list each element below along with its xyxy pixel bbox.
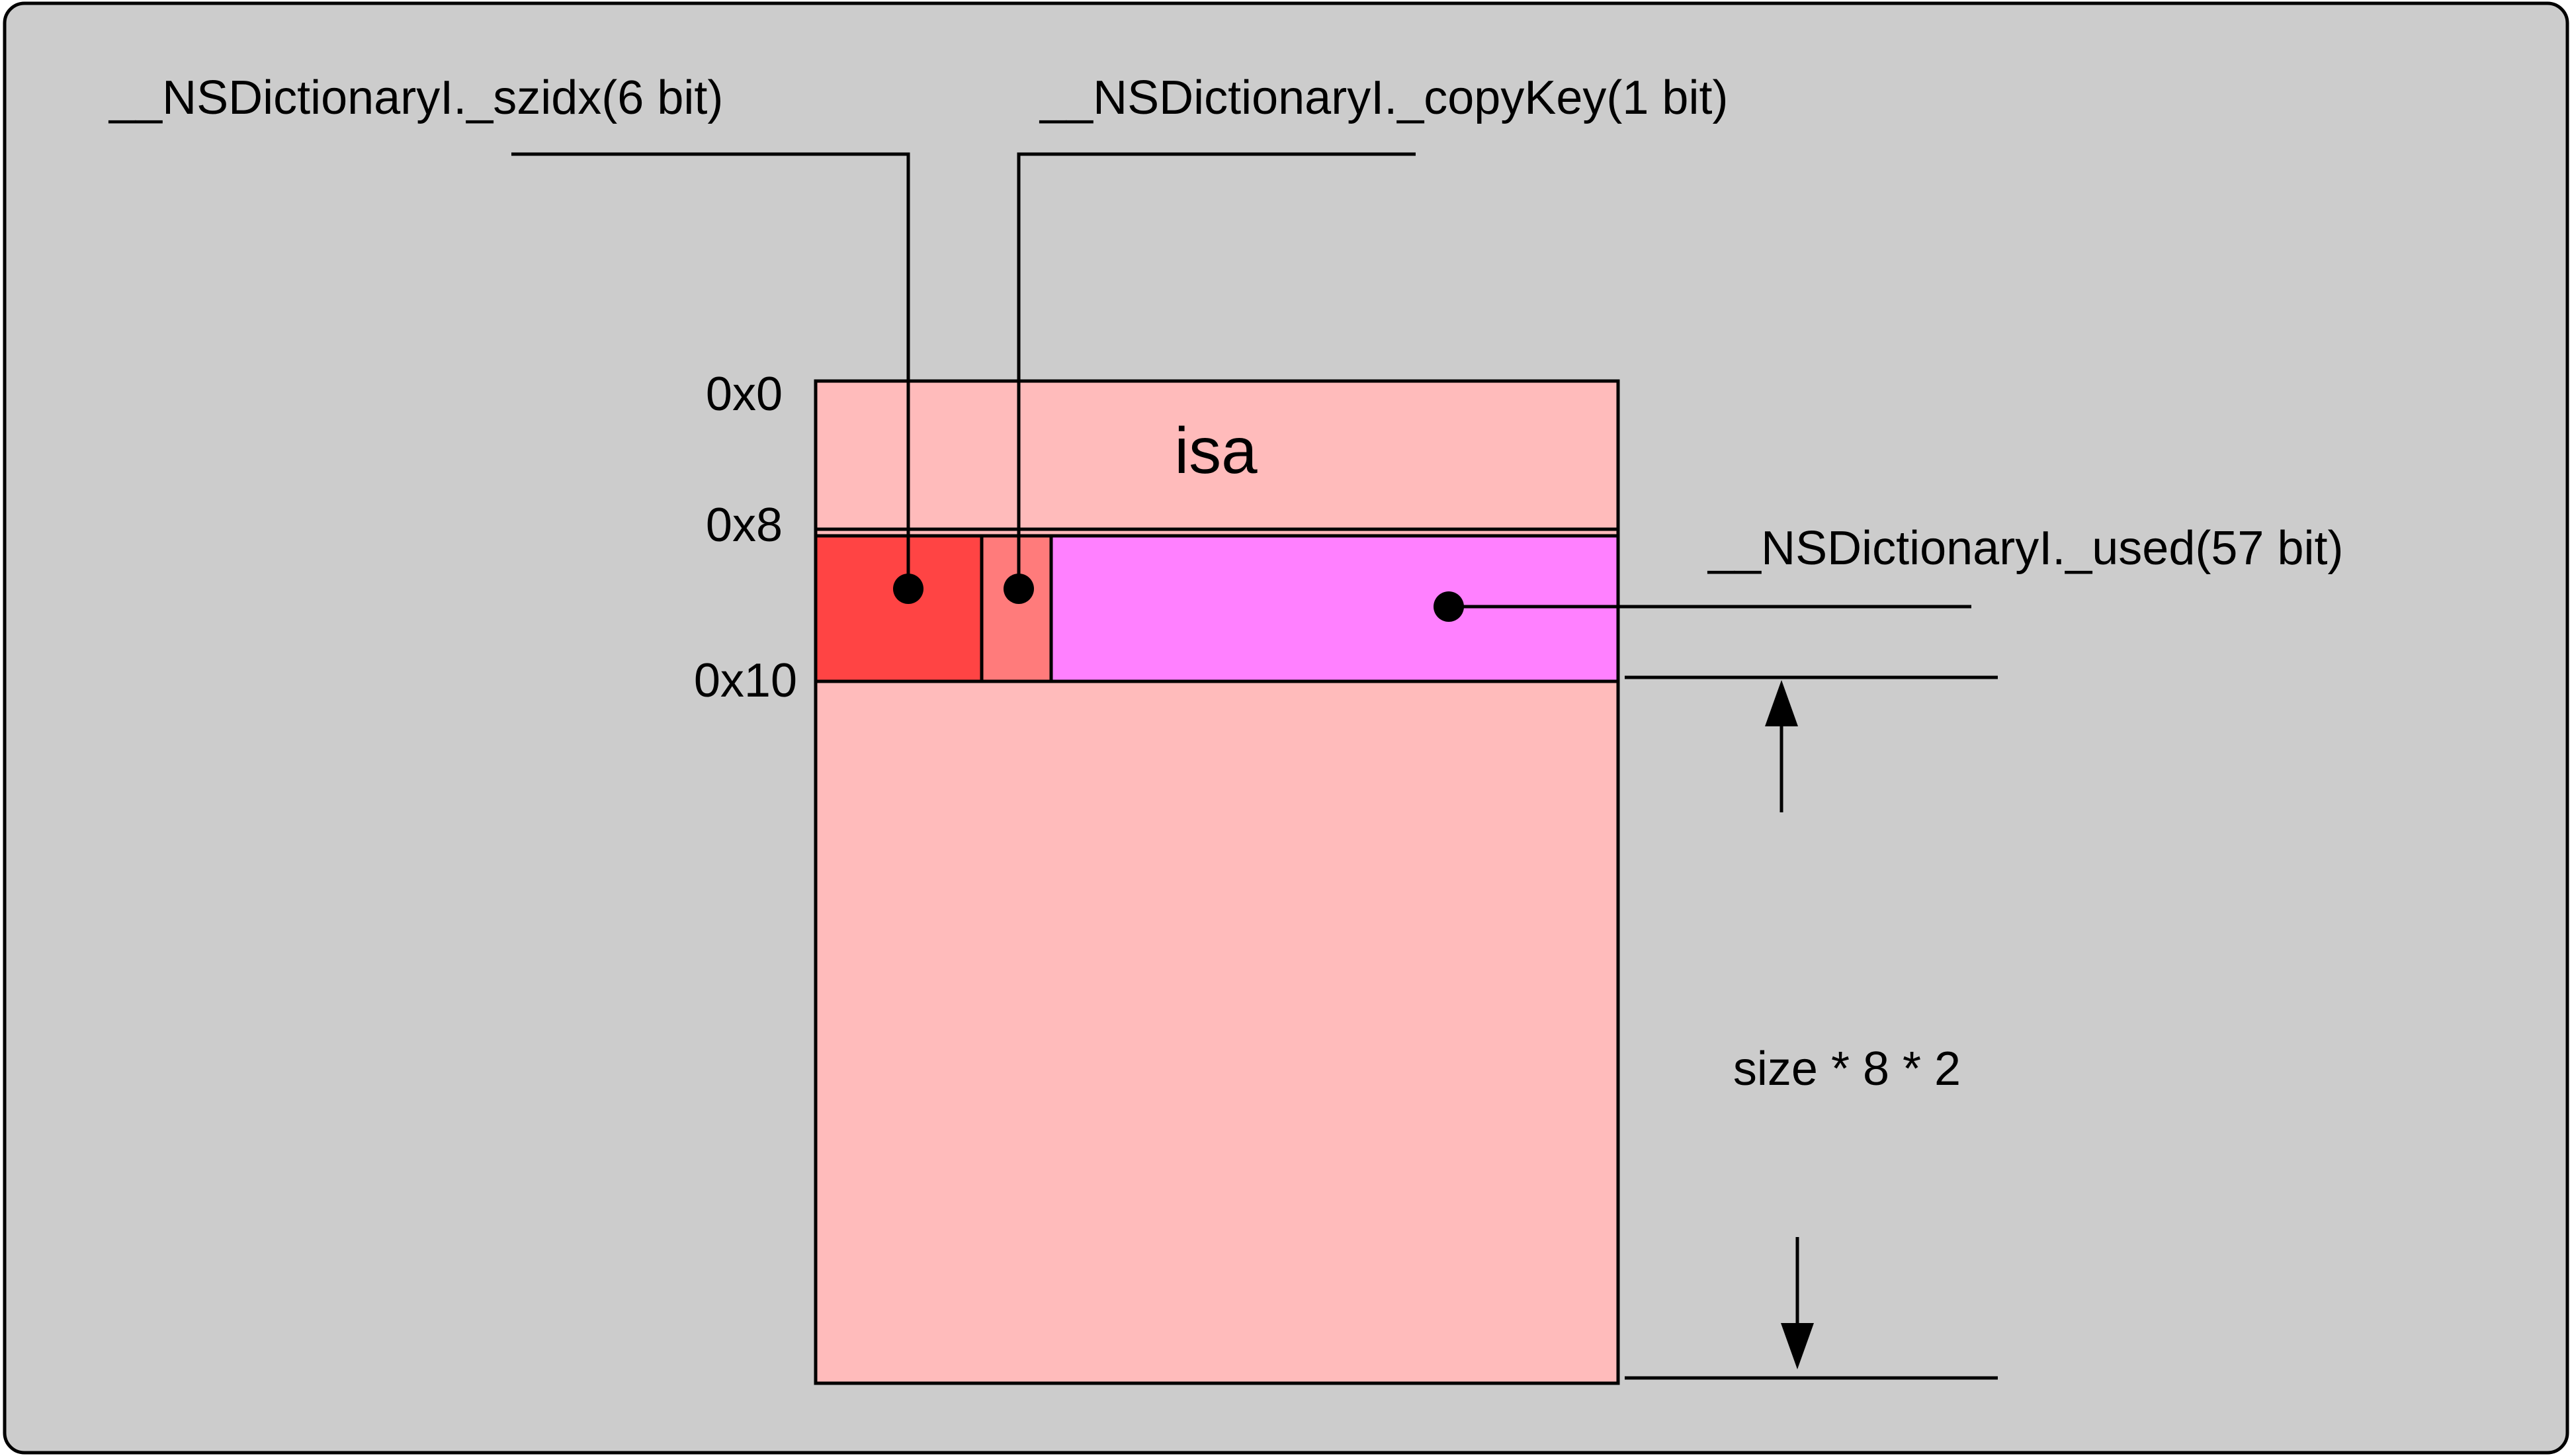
size-label: size * 8 * 2 bbox=[1733, 1043, 1961, 1095]
szidx-leader-line bbox=[511, 152, 910, 589]
isa-label: isa bbox=[1174, 414, 1258, 487]
copykey-leader-line bbox=[1017, 152, 1416, 589]
szidx-field-label: __NSDictionaryI._szidx(6 bit) bbox=[108, 71, 723, 124]
used-field-label: __NSDictionaryI._used(57 bit) bbox=[1707, 522, 2343, 575]
used-field bbox=[1049, 534, 1620, 683]
offset-10-label: 0x10 bbox=[694, 654, 797, 707]
offset-8-label: 0x8 bbox=[706, 499, 783, 552]
szidx-pointer-dot bbox=[893, 574, 923, 604]
copykey-field bbox=[980, 534, 1053, 683]
copykey-pointer-dot bbox=[1004, 574, 1034, 604]
size-up-arrow-icon bbox=[1765, 680, 1798, 726]
size-down-arrow-icon bbox=[1781, 1323, 1814, 1369]
used-pointer-dot bbox=[1434, 591, 1464, 622]
offset-0-label: 0x0 bbox=[706, 368, 783, 421]
memory-block bbox=[814, 379, 1620, 1385]
copykey-field-label: __NSDictionaryI._copyKey(1 bit) bbox=[1039, 71, 1728, 124]
szidx-field bbox=[814, 534, 984, 683]
